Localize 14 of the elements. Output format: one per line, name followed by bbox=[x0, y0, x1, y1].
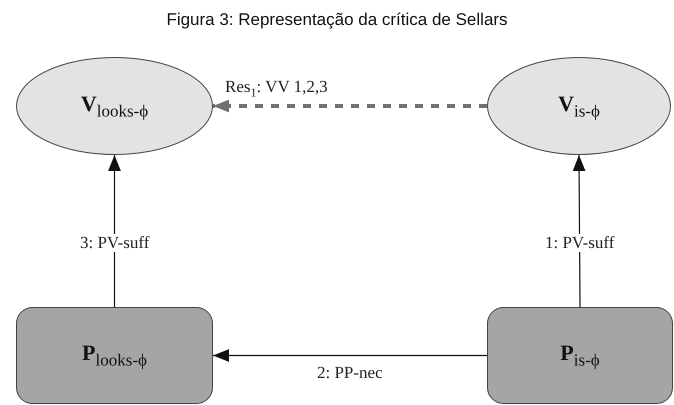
node-label: P$_{looks-ϕ}$ bbox=[82, 340, 147, 371]
ellipse-node bbox=[16, 57, 213, 155]
node-label: V$_{is-ϕ}$ bbox=[558, 90, 600, 122]
rounded-box-node bbox=[487, 307, 673, 404]
node-label: P$_{is-ϕ}$ bbox=[560, 340, 600, 371]
rounded-box-node bbox=[16, 307, 213, 404]
arrow bbox=[108, 155, 121, 307]
ellipse-node bbox=[487, 57, 671, 155]
arrow bbox=[213, 349, 487, 362]
figure-title: Figura 3: Representação da crítica de Sellars bbox=[165, 10, 509, 30]
node-label: V$_{looks-ϕ}$ bbox=[80, 90, 148, 122]
edge-label: 3: PV-suff bbox=[78, 234, 152, 252]
dashed-arrow bbox=[213, 100, 487, 112]
arrow bbox=[572, 155, 586, 307]
